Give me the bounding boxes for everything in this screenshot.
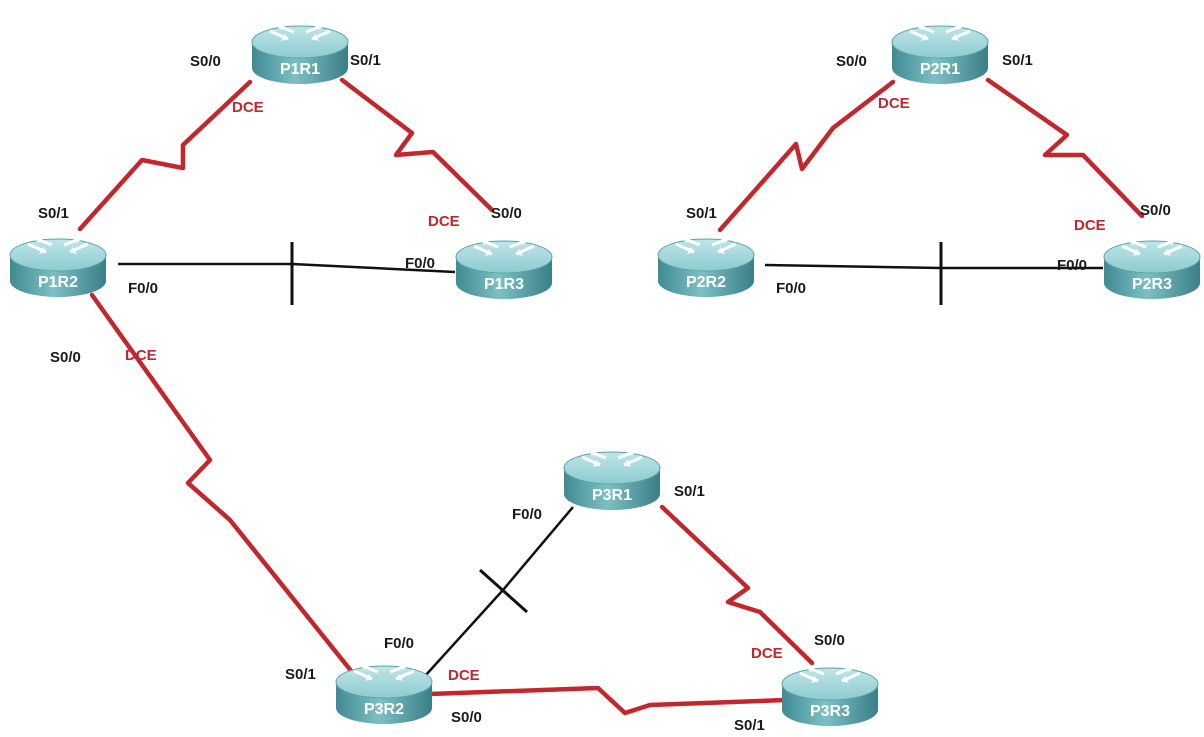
router-p1r1[interactable]: P1R1 — [251, 21, 349, 84]
dce-label-p3r2: DCE — [448, 667, 480, 684]
routers-layer: P1R1 P1R2 P1R3 P2R1 P2R2 — [9, 21, 1201, 726]
port-label-p2r3-f00: F0/0 — [1057, 257, 1087, 274]
port-label-p3r1-s01: S0/1 — [674, 483, 705, 500]
port-label-p1r2-f00: F0/0 — [128, 280, 158, 297]
port-label-p1r3-f00: F0/0 — [405, 255, 435, 272]
port-label-p1r1-s01: S0/1 — [350, 52, 381, 69]
port-label-p3r2-f00: F0/0 — [384, 635, 414, 652]
port-label-p1r2-s01: S0/1 — [38, 205, 69, 222]
port-label-p3r1-f00: F0/0 — [512, 506, 542, 523]
port-label-p1r3-s00: S0/0 — [491, 205, 522, 222]
serial-link-p2r1-p2r3 — [985, 77, 1145, 219]
dce-label-p1r2: DCE — [125, 347, 157, 364]
dce-label-p2r1: DCE — [878, 95, 910, 112]
labels-layer: S0/0 S0/1 DCE S0/1 F0/0 S0/0 DCE DCE S0/… — [38, 52, 1171, 734]
router-name-p2r3: P2R3 — [1132, 276, 1172, 293]
links-layer — [77, 77, 1145, 716]
router-name-p2r2: P2R2 — [686, 274, 726, 291]
dce-label-p3r3: DCE — [751, 645, 783, 662]
port-label-p3r2-s01: S0/1 — [285, 666, 316, 683]
ethernet-link-p2r2-p2r3 — [764, 263, 1103, 270]
dce-label-p1r3: DCE — [428, 213, 460, 230]
router-p2r2[interactable]: P2R2 — [657, 234, 755, 297]
port-label-p3r3-s01: S0/1 — [734, 717, 765, 734]
router-p2r1[interactable]: P2R1 — [891, 21, 989, 84]
dce-label-p2r3: DCE — [1074, 217, 1106, 234]
router-name-p3r2: P3R2 — [364, 701, 404, 718]
ethernet-link-p3r1-p3r2 — [424, 506, 574, 677]
port-label-p2r3-s00: S0/0 — [1140, 202, 1171, 219]
router-p3r2[interactable]: P3R2 — [335, 661, 433, 724]
port-label-p2r1-s01: S0/1 — [1002, 52, 1033, 69]
ethernet-break-mark-p3 — [479, 568, 528, 614]
port-label-p1r1-s00: S0/0 — [190, 53, 221, 70]
router-name-p1r3: P1R3 — [484, 276, 524, 293]
router-name-p1r1: P1R1 — [280, 61, 320, 78]
serial-link-p3r1-p3r3 — [659, 504, 815, 666]
serial-link-p1r1-p1r2 — [77, 79, 253, 232]
router-p3r1[interactable]: P3R1 — [563, 447, 661, 510]
serial-link-p1r2-p3r2 — [89, 292, 355, 675]
router-p2r3[interactable]: P2R3 — [1103, 236, 1201, 299]
serial-link-p2r1-p2r2 — [717, 79, 896, 233]
port-label-p1r2-s00: S0/0 — [50, 349, 81, 366]
serial-link-p1r1-p1r3 — [339, 77, 495, 213]
port-label-p3r3-s00: S0/0 — [814, 632, 845, 649]
serial-link-p3r2-p3r3 — [427, 685, 788, 716]
router-p3r3[interactable]: P3R3 — [781, 663, 879, 726]
router-p1r3[interactable]: P1R3 — [455, 236, 553, 299]
router-p1r2[interactable]: P1R2 — [9, 234, 107, 297]
router-name-p3r1: P3R1 — [592, 487, 632, 504]
port-label-p2r2-s01: S0/1 — [686, 205, 717, 222]
router-name-p2r1: P2R1 — [920, 61, 960, 78]
dce-label-p1r1: DCE — [232, 99, 264, 116]
router-name-p1r2: P1R2 — [38, 274, 78, 291]
port-label-p3r2-s00: S0/0 — [451, 709, 482, 726]
router-name-p3r3: P3R3 — [810, 703, 850, 720]
port-label-p2r1-s00: S0/0 — [836, 53, 867, 70]
port-label-p2r2-f00: F0/0 — [776, 280, 806, 297]
